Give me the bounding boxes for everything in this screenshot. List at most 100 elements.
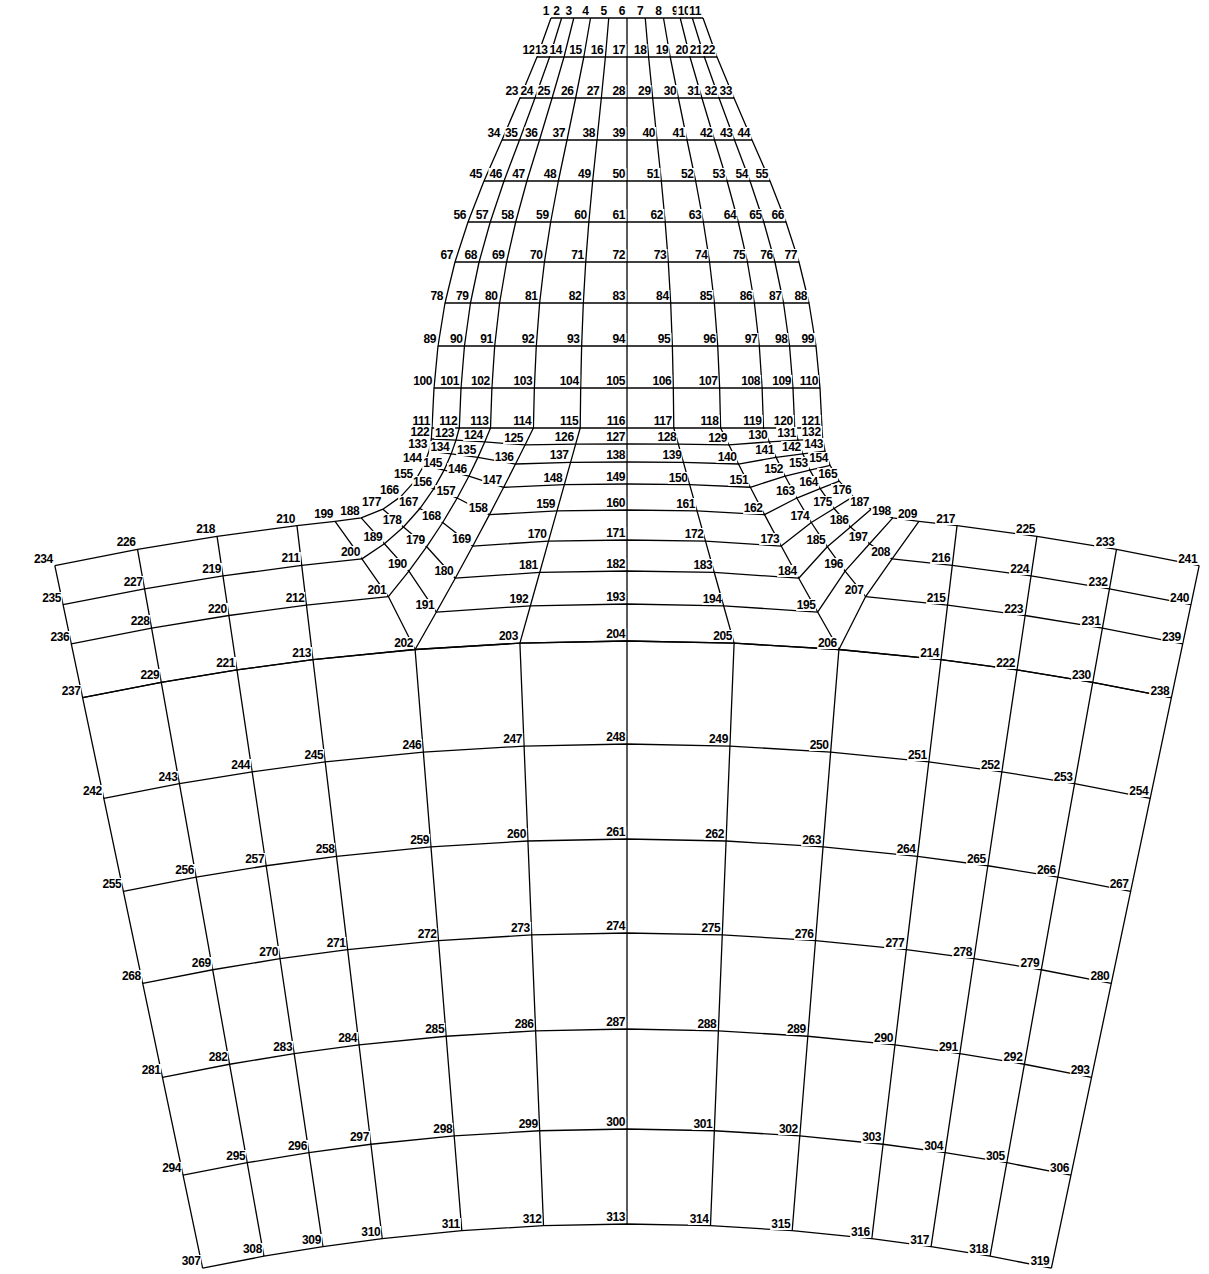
node-number: 286 xyxy=(514,1018,535,1030)
node-number: 190 xyxy=(387,558,408,570)
mesh-line xyxy=(626,641,627,1224)
node-number: 131 xyxy=(776,427,797,439)
node-number: 180 xyxy=(433,565,454,577)
node-number: 43 xyxy=(719,127,734,139)
node-number: 257 xyxy=(244,853,265,865)
node-number: 23 xyxy=(504,85,519,97)
node-number: 184 xyxy=(777,565,798,577)
node-number: 310 xyxy=(360,1226,381,1238)
node-number: 112 xyxy=(438,415,458,427)
node-number: 248 xyxy=(605,731,626,743)
node-number: 136 xyxy=(494,451,515,463)
node-number: 41 xyxy=(671,127,686,139)
node-number: 240 xyxy=(1169,592,1190,604)
node-number: 15 xyxy=(568,44,583,56)
node-number: 222 xyxy=(995,657,1016,669)
node-number: 123 xyxy=(434,427,455,439)
node-number: 119 xyxy=(742,415,762,427)
node-number: 258 xyxy=(315,843,336,855)
node-number: 69 xyxy=(491,249,506,261)
node-number: 40 xyxy=(641,127,656,139)
node-number: 36 xyxy=(524,127,539,139)
node-number: 238 xyxy=(1150,685,1171,697)
node-number: 76 xyxy=(759,249,774,261)
node-number: 165 xyxy=(817,468,838,480)
node-number: 140 xyxy=(717,451,738,463)
node-number: 259 xyxy=(409,834,430,846)
node-number: 284 xyxy=(337,1032,358,1044)
node-number: 114 xyxy=(512,415,532,427)
node-number: 260 xyxy=(506,828,527,840)
node-number: 287 xyxy=(605,1016,626,1028)
node-number: 93 xyxy=(566,333,581,345)
node-number: 264 xyxy=(896,843,917,855)
node-number: 158 xyxy=(468,502,489,514)
mesh-line xyxy=(645,18,734,643)
node-number: 44 xyxy=(736,127,751,139)
node-number: 236 xyxy=(49,631,70,643)
node-number: 308 xyxy=(242,1243,263,1255)
mesh-line xyxy=(55,521,335,565)
node-number: 273 xyxy=(510,922,531,934)
node-number: 231 xyxy=(1081,615,1102,627)
node-number: 37 xyxy=(551,127,566,139)
node-number: 29 xyxy=(637,85,652,97)
node-number: 301 xyxy=(693,1118,714,1130)
node-number: 280 xyxy=(1089,970,1110,982)
node-number: 265 xyxy=(966,853,987,865)
node-number: 129 xyxy=(707,432,728,444)
mesh-line xyxy=(931,670,1017,1247)
node-number: 148 xyxy=(543,472,564,484)
node-number: 237 xyxy=(61,685,82,697)
node-number: 178 xyxy=(382,514,403,526)
node-number: 34 xyxy=(486,127,501,139)
node-number: 205 xyxy=(712,630,733,642)
node-number: 113 xyxy=(469,415,489,427)
node-number: 78 xyxy=(429,290,444,302)
mesh-line xyxy=(692,18,892,559)
node-number: 115 xyxy=(559,415,579,427)
node-number: 201 xyxy=(367,584,388,596)
node-number: 302 xyxy=(778,1123,799,1135)
node-number: 24 xyxy=(519,85,534,97)
node-number: 52 xyxy=(680,168,695,180)
node-number: 307 xyxy=(181,1255,202,1267)
node-number: 171 xyxy=(605,527,626,539)
node-number: 196 xyxy=(823,558,844,570)
node-number: 300 xyxy=(605,1116,626,1128)
node-number: 173 xyxy=(759,533,780,545)
node-number: 147 xyxy=(482,474,503,486)
node-number: 247 xyxy=(502,733,523,745)
node-number: 204 xyxy=(605,628,626,640)
node-number: 110 xyxy=(799,375,819,387)
node-number: 7 xyxy=(636,5,644,17)
node-number: 243 xyxy=(158,771,179,783)
node-number: 268 xyxy=(121,970,142,982)
node-number: 27 xyxy=(586,85,601,97)
node-number: 22 xyxy=(701,44,716,56)
node-number: 139 xyxy=(662,449,683,461)
node-number: 72 xyxy=(611,249,626,261)
mesh-line xyxy=(872,660,941,1239)
node-number: 278 xyxy=(952,946,973,958)
node-number: 314 xyxy=(689,1213,710,1225)
node-number: 61 xyxy=(611,209,626,221)
node-number: 146 xyxy=(447,463,468,475)
node-number: 270 xyxy=(258,946,279,958)
node-number: 261 xyxy=(605,826,626,838)
node-number: 42 xyxy=(699,127,714,139)
mesh-line xyxy=(362,18,562,559)
node-number: 2 xyxy=(552,5,560,17)
node-number: 195 xyxy=(796,599,817,611)
node-number: 207 xyxy=(844,584,865,596)
node-number: 192 xyxy=(509,593,530,605)
node-number: 271 xyxy=(326,937,347,949)
node-number: 188 xyxy=(339,505,360,517)
mesh-line xyxy=(203,1224,1052,1268)
node-number: 246 xyxy=(402,739,423,751)
node-number: 46 xyxy=(488,168,503,180)
mesh-line xyxy=(520,18,609,643)
node-number: 163 xyxy=(775,485,796,497)
node-number: 20 xyxy=(674,44,689,56)
node-number: 162 xyxy=(743,502,764,514)
